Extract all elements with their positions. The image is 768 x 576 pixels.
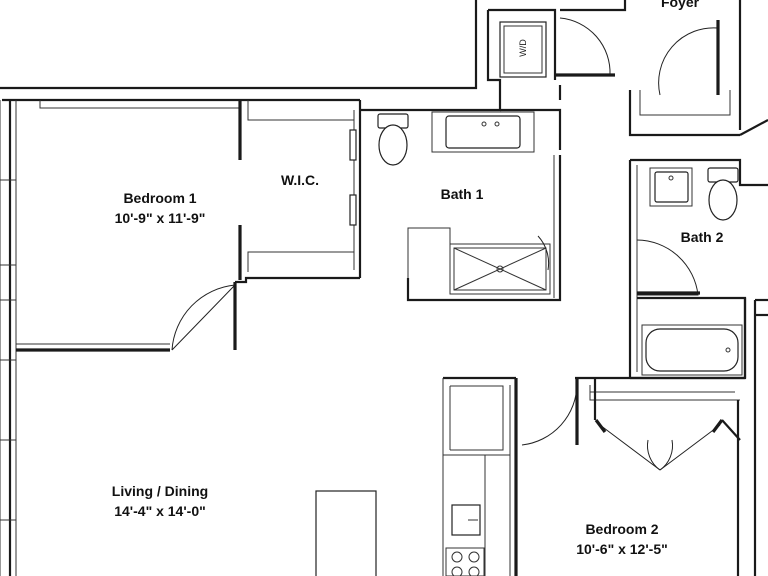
wall-bath1-top-right xyxy=(500,108,562,150)
shower-icon xyxy=(449,235,551,295)
toilet-icon xyxy=(377,113,409,166)
wall-bath1-right-bottom xyxy=(406,155,562,302)
wall-foyer-top-left xyxy=(560,0,627,12)
wall-foyer-exterior xyxy=(739,119,768,136)
washer-dryer-label: W/D xyxy=(518,39,528,57)
door-bedroom1 xyxy=(171,284,237,351)
washer-dryer-icon xyxy=(499,21,547,78)
room-bath-2: Bath 2 xyxy=(652,227,752,247)
sink-icon xyxy=(431,111,535,153)
fridge xyxy=(450,385,504,451)
closet-shelf xyxy=(639,90,731,116)
room-bath-1: Bath 1 xyxy=(412,184,512,204)
toilet-icon xyxy=(707,167,739,221)
room-dimensions: 10'-6" x 12'-5" xyxy=(576,541,668,557)
door-bath2 xyxy=(636,239,699,296)
room-name: Bath 1 xyxy=(440,186,484,202)
door-bedroom2-closet xyxy=(599,424,721,471)
wall-laundry-top xyxy=(488,8,557,18)
room-name: W.I.C. xyxy=(280,172,320,188)
wall-bedroom1-bottom-right xyxy=(235,276,360,284)
wic-door-slide xyxy=(349,129,357,161)
room-bedroom-2: Bedroom 2 10'-6" x 12'-5" xyxy=(540,519,704,559)
stove-icon xyxy=(445,547,485,576)
wall-laundry-left xyxy=(486,10,502,88)
door-bedroom2 xyxy=(521,383,578,446)
wall-bath1-top xyxy=(360,88,502,112)
room-name: Bedroom 1 xyxy=(123,190,197,206)
room-foyer: Foyer xyxy=(620,0,740,12)
wic-shelf-top xyxy=(247,100,354,121)
wic-door-slide xyxy=(349,194,357,226)
wall-bath2-top xyxy=(630,158,768,187)
bath1-shower-wall xyxy=(407,227,451,278)
wall-top-left xyxy=(0,0,478,90)
room-name: Bath 2 xyxy=(680,229,724,245)
door-laundry xyxy=(555,17,611,76)
sink-icon xyxy=(649,167,693,207)
room-dimensions: 14'-4" x 14'-0" xyxy=(114,503,206,519)
bedroom2-shelf xyxy=(589,385,740,401)
wall-closet xyxy=(628,90,740,137)
bathtub-icon xyxy=(641,324,743,376)
wic-shelf-bottom xyxy=(247,251,354,272)
room-living-dining: Living / Dining 14'-4" x 14'-0" xyxy=(70,481,250,521)
window-bedroom1 xyxy=(39,100,241,109)
kitchen-island xyxy=(315,490,377,576)
door-foyer-closet xyxy=(658,27,719,96)
sink-icon xyxy=(451,504,481,536)
room-wic: W.I.C. xyxy=(250,170,350,190)
room-name: Foyer xyxy=(660,0,700,10)
fixtures xyxy=(377,21,743,576)
room-bedroom-1: Bedroom 1 10'-9" x 11'-9" xyxy=(60,188,260,228)
room-name: Bedroom 2 xyxy=(585,521,659,537)
room-dimensions: 10'-9" x 11'-9" xyxy=(114,210,206,226)
room-name: Living / Dining xyxy=(111,483,209,499)
